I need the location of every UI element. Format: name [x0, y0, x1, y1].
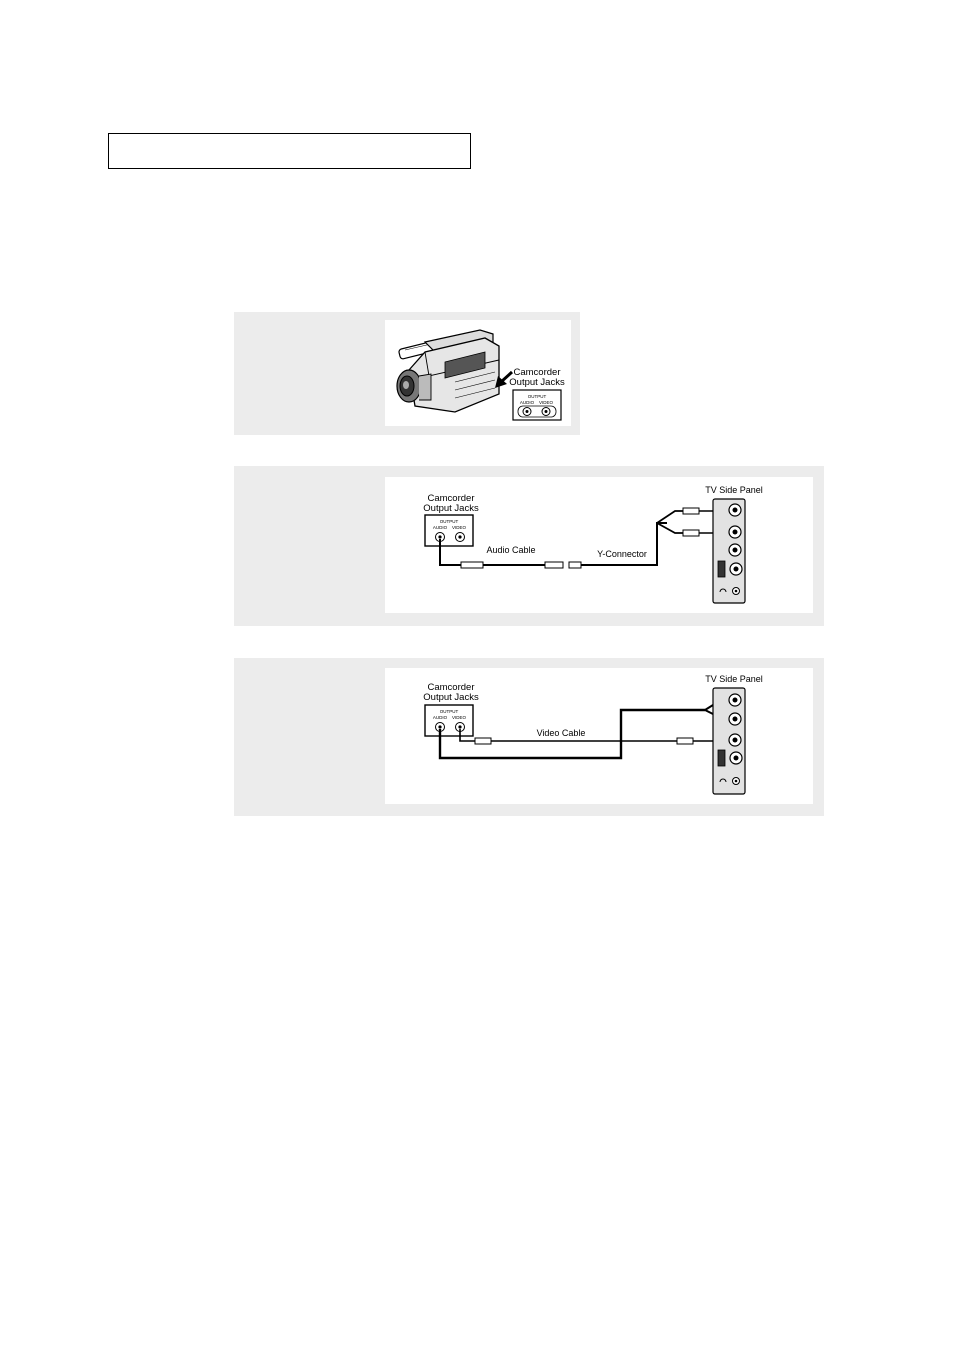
headphone-icon [719, 588, 727, 593]
y-connector [581, 522, 667, 566]
tv-side-panel-label: TV Side Panel [705, 485, 763, 495]
camcorder-jacks-label-line2: Output Jacks [423, 503, 479, 514]
output-label: OUTPUT [528, 394, 547, 399]
camcorder-illustration: Camcorder Output Jacks OUTPUT AUDIO VIDE… [396, 329, 565, 421]
video-cable-label: Video Cable [537, 728, 586, 738]
output-jack-box [424, 704, 474, 737]
headphone-icon [719, 778, 727, 783]
audio-cable [438, 708, 705, 760]
camcorder-jacks-label-line1: Camcorder [514, 367, 561, 378]
step-3-figure: Camcorder Output Jacks OUTPUT AUDIO VIDE… [385, 668, 813, 804]
camcorder-jacks-label-line2: Output Jacks [423, 692, 479, 703]
audio-jack-label: AUDIO [433, 715, 448, 720]
camcorder-jacks-label-line1: Camcorder [428, 682, 475, 693]
y-connector-plug-icon [568, 561, 582, 569]
video-connection-diagram: Camcorder Output Jacks OUTPUT AUDIO VIDE… [423, 674, 763, 795]
section-title-box [108, 133, 471, 169]
audio-jack-label: AUDIO [433, 525, 448, 530]
step-2-figure: Camcorder Output Jacks OUTPUT AUDIO VIDE… [385, 477, 813, 613]
output-label: OUTPUT [440, 709, 459, 714]
camcorder-jacks-label-line1: Camcorder [428, 493, 475, 504]
audio-jack-label: AUDIO [520, 400, 535, 405]
video-jack-label: VIDEO [539, 400, 554, 405]
video-jack-label: VIDEO [452, 715, 467, 720]
audio-cable-plug-icon [460, 561, 484, 569]
camcorder-jacks-label-line2: Output Jacks [509, 377, 565, 388]
output-jack-box [512, 389, 562, 421]
audio-connection-diagram: Camcorder Output Jacks OUTPUT AUDIO VIDE… [423, 485, 763, 604]
output-label: OUTPUT [440, 519, 459, 524]
y-connector-label: Y-Connector [597, 549, 647, 559]
output-jack-box [424, 514, 474, 547]
video-cable-plug-icon [474, 737, 492, 745]
step-1-figure: Camcorder Output Jacks OUTPUT AUDIO VIDE… [385, 320, 571, 426]
video-jack-label: VIDEO [452, 525, 467, 530]
audio-cable-label: Audio Cable [486, 545, 535, 555]
tv-side-panel-label: TV Side Panel [705, 674, 763, 684]
